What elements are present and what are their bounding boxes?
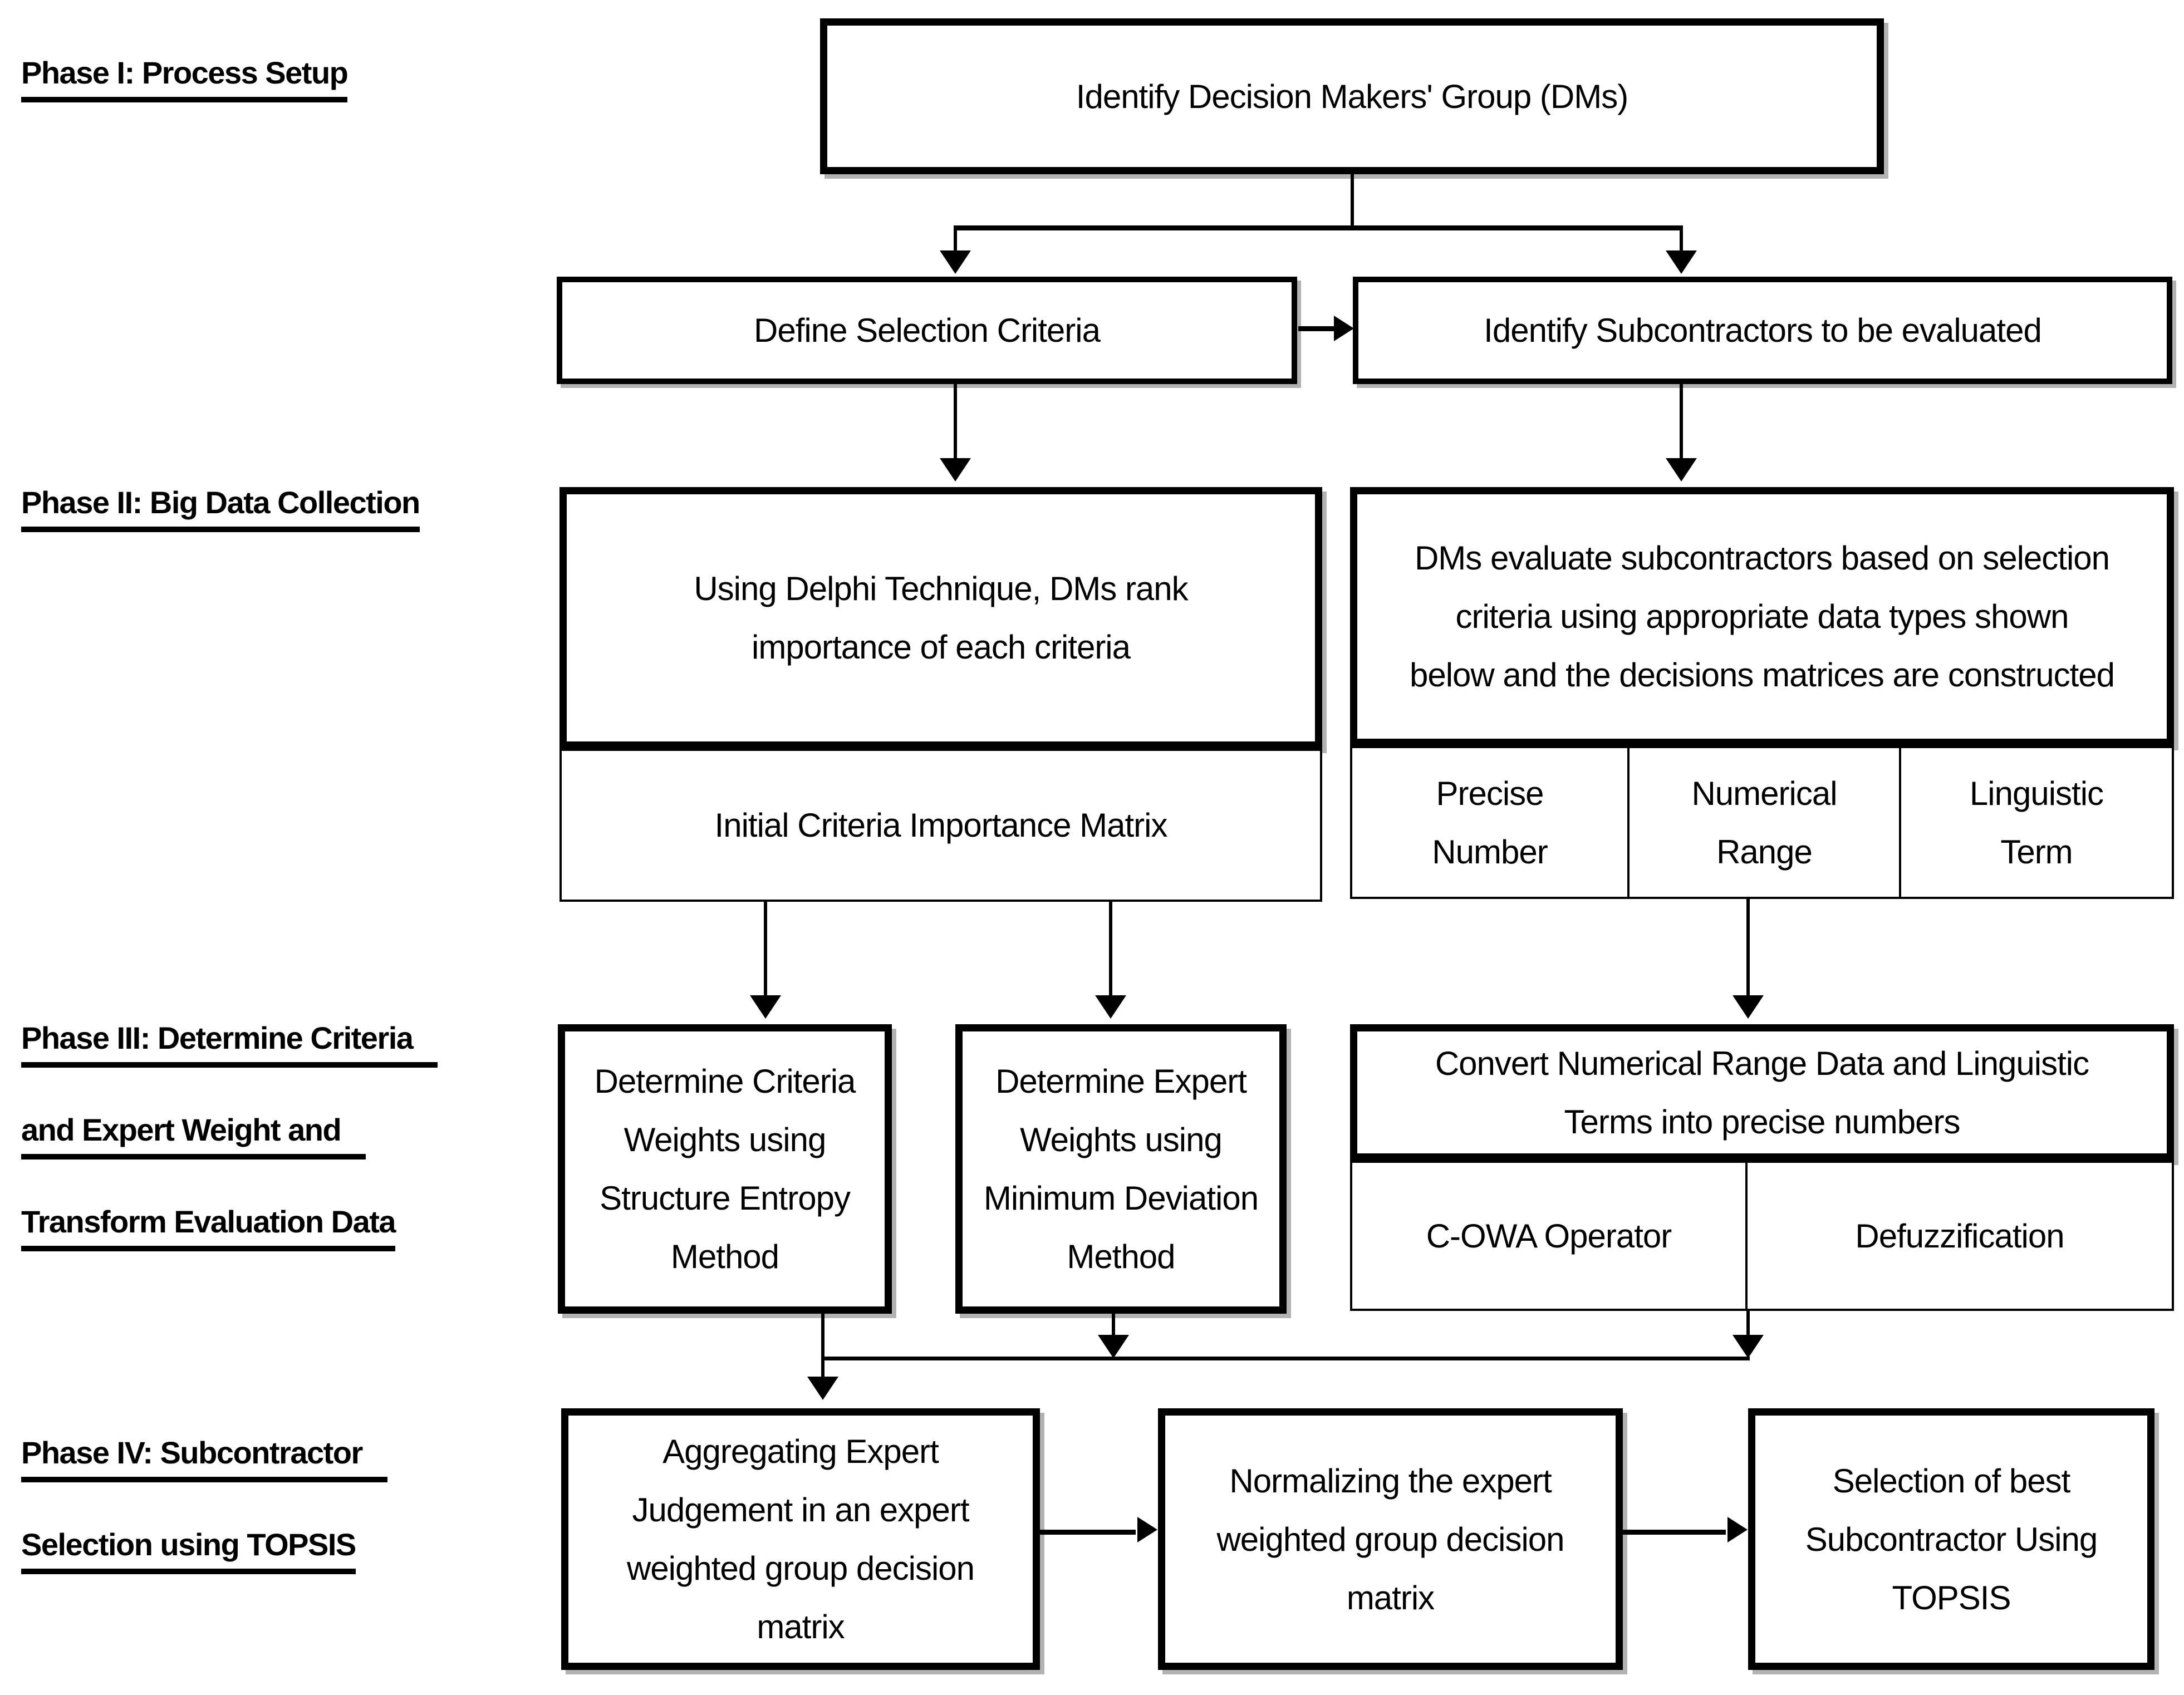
box-text-line: importance of each criteria	[752, 628, 1131, 666]
arrowhead-down	[1098, 1335, 1129, 1358]
row-conversion-methods: C-OWA Operator Defuzzification	[1350, 1161, 2174, 1311]
connector-matrix-to-expert-weights	[1109, 902, 1112, 996]
box-text-line: criteria using appropriate data types sh…	[1455, 598, 2069, 635]
phase4-label-line: Phase IV: Subcontractor	[21, 1433, 387, 1482]
box-aggregating: Aggregating Expert Judgement in an exper…	[561, 1408, 1040, 1670]
connector-matrix-to-criteria-weights	[764, 902, 767, 996]
box-text-line: Method	[670, 1238, 779, 1275]
connector-subcontractors-to-evaluation	[1680, 384, 1683, 459]
arrowhead-down	[1666, 250, 1697, 274]
phase2-label: Phase II: Big Data Collection	[21, 483, 420, 575]
box-text-line: Selection of best	[1832, 1462, 2071, 1500]
box-identify-subcontractors: Identify Subcontractors to be evaluated	[1353, 277, 2172, 384]
arrowhead-down	[940, 250, 971, 274]
box-identify-dms: Identify Decision Makers' Group (DMs)	[820, 18, 1884, 174]
box-text-line: Determine Expert	[995, 1063, 1247, 1100]
box-text-line: weighted group decision	[626, 1550, 975, 1587]
box-text-line: below and the decisions matrices are con…	[1409, 656, 2115, 694]
connector-to-subcontractors	[1680, 225, 1683, 253]
arrowhead-down	[807, 1377, 838, 1400]
arrowhead-down	[1733, 995, 1764, 1019]
box-text-line: Minimum Deviation	[983, 1180, 1259, 1217]
box-text-line: Define Selection Criteria	[754, 312, 1101, 349]
arrowhead-right	[1334, 316, 1354, 341]
connector-datatypes-to-convert	[1746, 899, 1750, 996]
arrowhead-down	[1666, 458, 1697, 482]
connector-define-to-delphi	[954, 384, 957, 459]
box-define-criteria: Define Selection Criteria	[557, 277, 1297, 384]
cell-defuzzification: Defuzzification	[1748, 1163, 2172, 1309]
cell-text-line: Range	[1716, 833, 1813, 871]
phase3-label: Phase III: Determine Criteria and Expert…	[21, 1019, 438, 1294]
connector-aggregating-to-normalizing	[1040, 1530, 1136, 1535]
box-text-line: matrix	[1346, 1579, 1435, 1617]
box-convert-data: Convert Numerical Range Data and Linguis…	[1350, 1024, 2174, 1161]
connector-expert-weights-down	[1112, 1314, 1115, 1336]
box-text-line: Using Delphi Technique, DMs rank	[694, 570, 1188, 607]
phase2-label-line: Phase II: Big Data Collection	[21, 483, 420, 532]
box-text-line: Terms into precise numbers	[1564, 1103, 1961, 1141]
box-text-line: Convert Numerical Range Data and Linguis…	[1435, 1044, 2089, 1082]
box-text-line: Identify Subcontractors to be evaluated	[1484, 312, 2042, 349]
box-text-line: Initial Criteria Importance Matrix	[714, 807, 1168, 844]
phase3-label-line: and Expert Weight and	[21, 1111, 366, 1160]
phase1-label-line: Phase I: Process Setup	[21, 53, 349, 102]
arrowhead-down	[750, 995, 781, 1019]
cell-linguistic-term: Linguistic Term	[1901, 748, 2172, 897]
box-text-line: matrix	[757, 1608, 845, 1645]
arrowhead-down	[940, 458, 971, 482]
box-text-line: Aggregating Expert	[662, 1433, 939, 1470]
connector-distributor	[954, 225, 1683, 230]
connector-to-define	[954, 225, 957, 253]
connector-dms-stem	[1351, 174, 1354, 228]
box-dm-evaluation: DMs evaluate subcontractors based on sel…	[1350, 487, 2174, 746]
cell-text-line: Linguistic	[1969, 774, 2104, 812]
phase4-label-line: Selection using TOPSIS	[21, 1525, 356, 1574]
box-text-line: DMs evaluate subcontractors based on sel…	[1414, 539, 2110, 577]
connector-normalizing-to-selection	[1623, 1530, 1726, 1535]
box-text-line: TOPSIS	[1892, 1579, 2011, 1617]
box-expert-weights: Determine Expert Weights using Minimum D…	[955, 1024, 1287, 1314]
connector-criteria-weights-down	[821, 1314, 824, 1378]
box-text-line: Weights using	[1020, 1121, 1223, 1158]
cell-text-line: Term	[2000, 833, 2073, 871]
box-text-line: Determine Criteria	[594, 1063, 856, 1100]
row-data-types: Precise Number Numerical Range Linguisti…	[1350, 746, 2174, 899]
box-text-line: Weights using	[624, 1121, 827, 1158]
connector-define-to-subcontractors	[1298, 326, 1336, 331]
cell-text-line: Defuzzification	[1855, 1217, 2064, 1255]
phase4-label: Phase IV: Subcontractor Selection using …	[21, 1433, 387, 1617]
connector-convert-down	[1746, 1311, 1750, 1336]
box-text-line: weighted group decision	[1216, 1520, 1564, 1558]
box-normalizing: Normalizing the expert weighted group de…	[1158, 1408, 1623, 1670]
cell-text-line: Numerical	[1691, 774, 1837, 812]
box-delphi-ranking: Using Delphi Technique, DMs rank importa…	[560, 487, 1322, 749]
cell-text-line: Precise	[1436, 774, 1544, 812]
box-text-line: Subcontractor Using	[1805, 1520, 2098, 1558]
cell-numerical-range: Numerical Range	[1630, 748, 1901, 897]
box-initial-criteria-matrix: Initial Criteria Importance Matrix	[560, 749, 1322, 902]
box-criteria-weights: Determine Criteria Weights using Structu…	[558, 1024, 892, 1314]
box-text-line: Structure Entropy	[600, 1180, 851, 1217]
box-text-line: Identify Decision Makers' Group (DMs)	[1076, 77, 1628, 115]
box-text-line: Normalizing the expert	[1229, 1462, 1552, 1500]
arrowhead-right	[1727, 1517, 1748, 1542]
cell-precise-number: Precise Number	[1352, 748, 1630, 897]
box-text-line: Judgement in an expert	[632, 1491, 969, 1529]
connector-junction-bar	[821, 1357, 1750, 1360]
phase1-label: Phase I: Process Setup	[21, 53, 349, 145]
arrowhead-down	[1733, 1335, 1764, 1358]
arrowhead-down	[1095, 995, 1126, 1019]
cell-text-line: C-OWA Operator	[1426, 1217, 1672, 1255]
phase3-label-line: Transform Evaluation Data	[21, 1202, 396, 1251]
box-selection: Selection of best Subcontractor Using TO…	[1748, 1408, 2154, 1670]
box-text-line: Method	[1067, 1238, 1175, 1275]
phase3-label-line: Phase III: Determine Criteria	[21, 1019, 438, 1068]
cell-cowa-operator: C-OWA Operator	[1352, 1163, 1748, 1309]
arrowhead-right	[1137, 1517, 1157, 1542]
cell-text-line: Number	[1432, 833, 1548, 871]
